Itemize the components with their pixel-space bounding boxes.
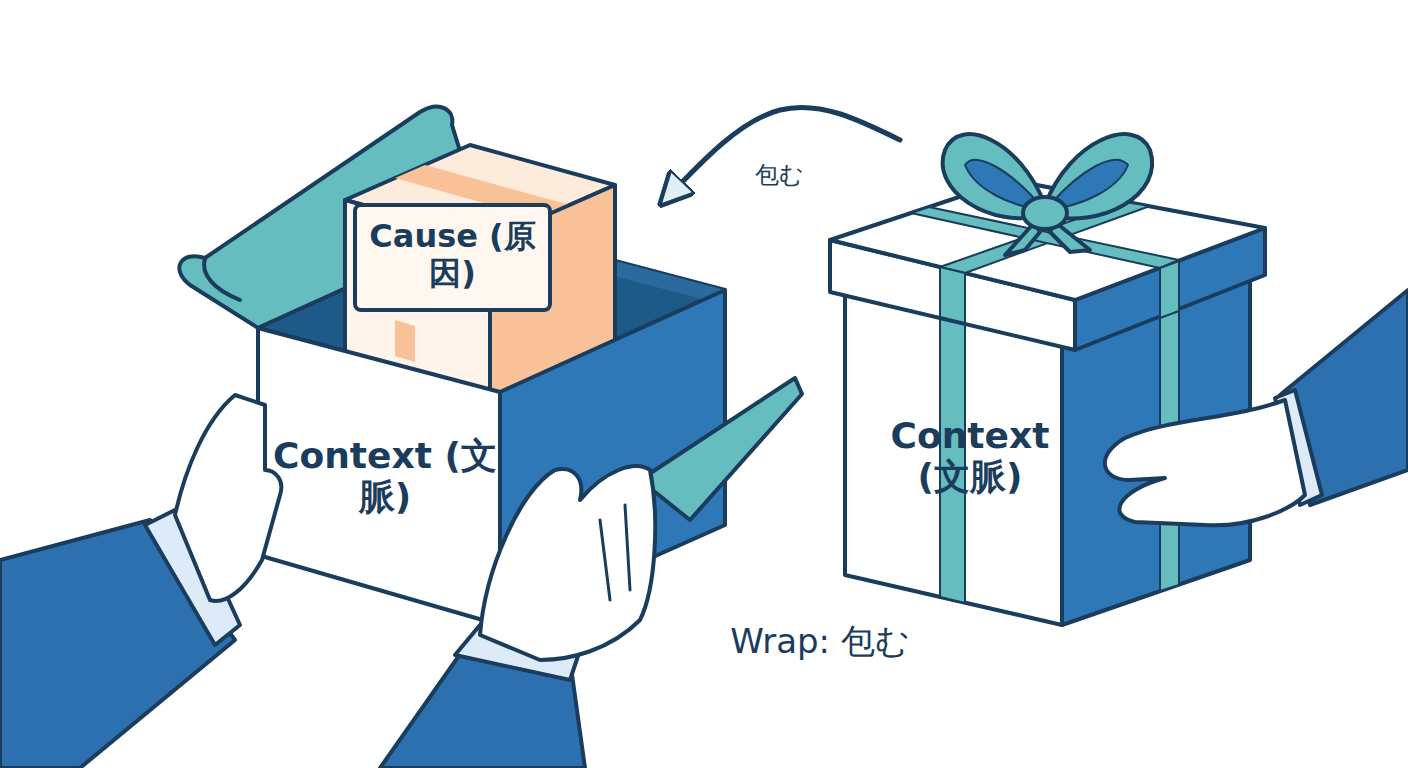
ribbon (1160, 261, 1179, 318)
right-hand (1105, 290, 1408, 525)
cause-label-panel (355, 205, 550, 310)
gift-lid-top (830, 180, 1265, 300)
edge-label: 包む (755, 162, 804, 190)
left-hands (0, 395, 655, 768)
box-label: Context (文脈) (870, 415, 1070, 498)
text-area: Context (文脈) (270, 435, 500, 518)
wrap-arrow (665, 107, 900, 200)
caption-label: Wrap: 包む (680, 622, 960, 661)
inner-box-node: Cause (原因) (360, 210, 545, 305)
box-node: Context (文脈) Cause (原因) (255, 200, 730, 700)
open-box-front (258, 328, 500, 625)
hand (480, 466, 655, 660)
text-area: Context (文脈) (870, 415, 1070, 498)
box-label: Cause (原因) (360, 218, 545, 292)
gift-box-group (830, 134, 1265, 625)
box-flap (640, 378, 802, 520)
hand (175, 395, 281, 601)
hand (1105, 400, 1305, 525)
text-area: Cause (原因) (360, 218, 545, 292)
flap-curl (204, 258, 240, 300)
box-label: Context (文脈) (270, 435, 500, 518)
box-node: Context (文脈) (830, 140, 1270, 630)
ribbon (940, 267, 965, 323)
open-box-group (179, 107, 802, 625)
bow-knot (1023, 197, 1067, 229)
finger-line (600, 505, 630, 600)
packing-tape (395, 320, 415, 362)
